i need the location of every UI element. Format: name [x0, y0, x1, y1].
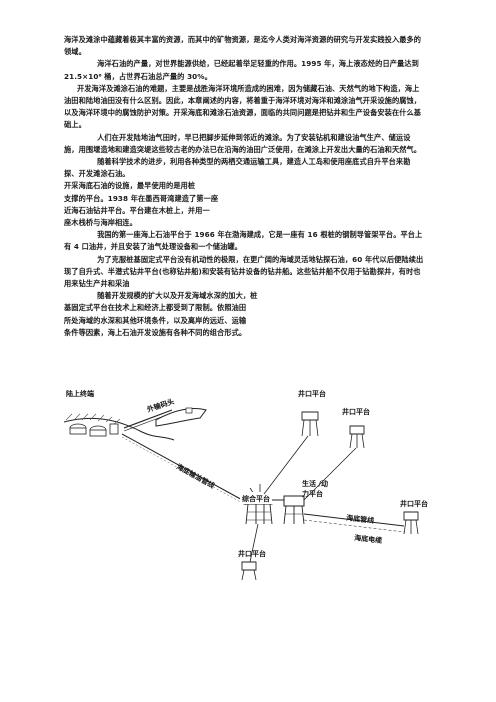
label-wellhead-far-right: 井口平台: [400, 499, 428, 508]
paragraph-10: 我国的第一座海上石油平台于 1966 年在渤海建成，它是一座有 16 根桩的钢制…: [64, 230, 423, 252]
label-shore-terminal: 陆上终端: [66, 389, 94, 398]
wellhead-platform-right: [349, 425, 365, 449]
label-central-platform: 综合平台: [242, 494, 270, 503]
wellhead-platform-top: [301, 411, 319, 437]
paragraph-7: 支撑的平台。1938 年在墨西哥湾建造了第一座: [64, 193, 219, 203]
tanker-ship: [155, 407, 207, 427]
paragraph-11: 为了克服桩基固定式平台没有机动性的极限，在更广阔的海域灵活地钻探石油，60 年代…: [64, 254, 424, 289]
body-text: 海洋及滩涂中蕴藏着极其丰富的资源，而其中的矿物资源，是迄今人类对海洋资源的研究与…: [64, 34, 424, 339]
label-living-quarters-2: 力平台: [302, 489, 323, 498]
shore-terminal: [69, 423, 119, 437]
label-subsea-pipe: 海底管线: [346, 513, 375, 525]
paragraph-13: 基固定式平台在技术上和经济上都受到了限制。依照油田: [64, 303, 247, 313]
paragraph-5: 随着科学技术的进步，利用各种类型的两栖交通运输工具，建造人工岛和使用座底式自升平…: [64, 157, 411, 179]
paragraph-1: 海洋及滩涂中蕴藏着极其丰富的资源，而其中的矿物资源，是迄今人类对海洋资源的研究与…: [64, 35, 422, 57]
paragraph-2: 海洋石油的产量，对世界能源供给，已经起着举足轻重的作用。1995 年，海上液态烃…: [64, 59, 419, 81]
coastline: [64, 417, 175, 441]
paragraph-9: 座木栈桥与海岸相连。: [64, 218, 137, 228]
paragraph-6: 开采海底石油的设施，最早使用的是用桩: [64, 181, 196, 191]
paragraph-3: 开发海洋及滩涂石油的难题，主要是战胜海洋环境所造成的困难，因为储藏石油、天然气的…: [64, 83, 422, 130]
wellhead-platform-far-right: [403, 511, 419, 535]
label-wellhead-right: 井口平台: [342, 407, 370, 416]
subsea-pipe-line: [303, 513, 405, 527]
subsea-link-right: [303, 447, 357, 501]
label-subsea-cable: 海底电缆: [354, 533, 383, 545]
living-quarters-platform: [272, 495, 305, 525]
label-wellhead-top: 井口平台: [298, 389, 326, 398]
label-living-quarters-1: 生活 /动: [302, 479, 328, 488]
subsea-link-bottom: [249, 523, 259, 563]
label-subsea-pipeline: 海底输油管线: [175, 462, 216, 490]
paragraph-8: 近海石油钻井平台。平台建在木桩上，并用一: [64, 205, 210, 215]
label-export-pier: 外输码头: [146, 397, 175, 414]
land-hatching: [65, 413, 121, 425]
paragraph-14: 所处海域的水深和其他环境条件，以及离岸的远近、运输: [64, 315, 247, 325]
export-pier: [123, 407, 207, 432]
paragraph-15: 条件等因素，海上石油开发设施有各种不同的组合形式。: [64, 327, 247, 337]
subsea-link-top: [263, 435, 309, 495]
subsea-pipeline-line: [121, 433, 247, 503]
paragraph-12: 随着开发规模的扩大以及开发海域水深的加大，桩: [97, 291, 258, 301]
paragraph-4: 人们在开发陆地油气田时，早已把脚步延伸到邻近的滩涂。为了安装钻机和建设油气生产、…: [64, 132, 422, 154]
offshore-facilities-diagram: 陆上终端 外输码头 海底输油管线 综合平台 生活 /动: [64, 389, 428, 580]
subsea-cable-line: [303, 519, 405, 533]
wellhead-platform-bottom: [241, 561, 257, 580]
